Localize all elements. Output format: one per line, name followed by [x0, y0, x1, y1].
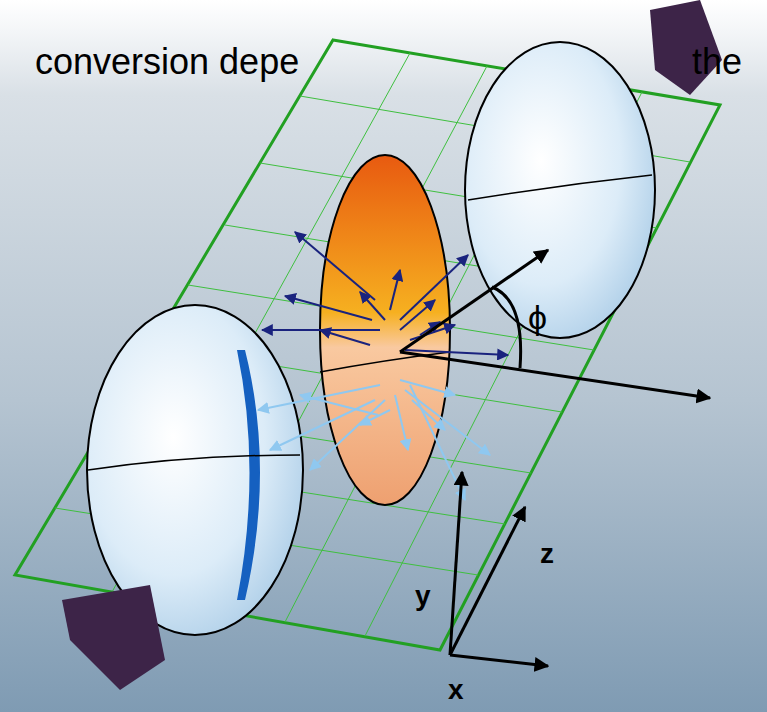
- angle-symbol: ϕ: [528, 300, 547, 334]
- slide-text: the: [692, 44, 742, 80]
- axis-label: z: [540, 540, 554, 568]
- flow-arrows-lower: [258, 380, 490, 500]
- coordinate-axes: [450, 472, 548, 666]
- right-nucleus: [465, 0, 722, 338]
- axis-label: y: [415, 582, 431, 610]
- angle-indicator: [400, 250, 710, 398]
- axis-label: x: [448, 676, 464, 704]
- slide-text: conversion depe: [35, 44, 299, 80]
- flow-arrows: [262, 232, 508, 355]
- left-nucleus: [62, 305, 303, 690]
- reaction-plane: [15, 40, 720, 650]
